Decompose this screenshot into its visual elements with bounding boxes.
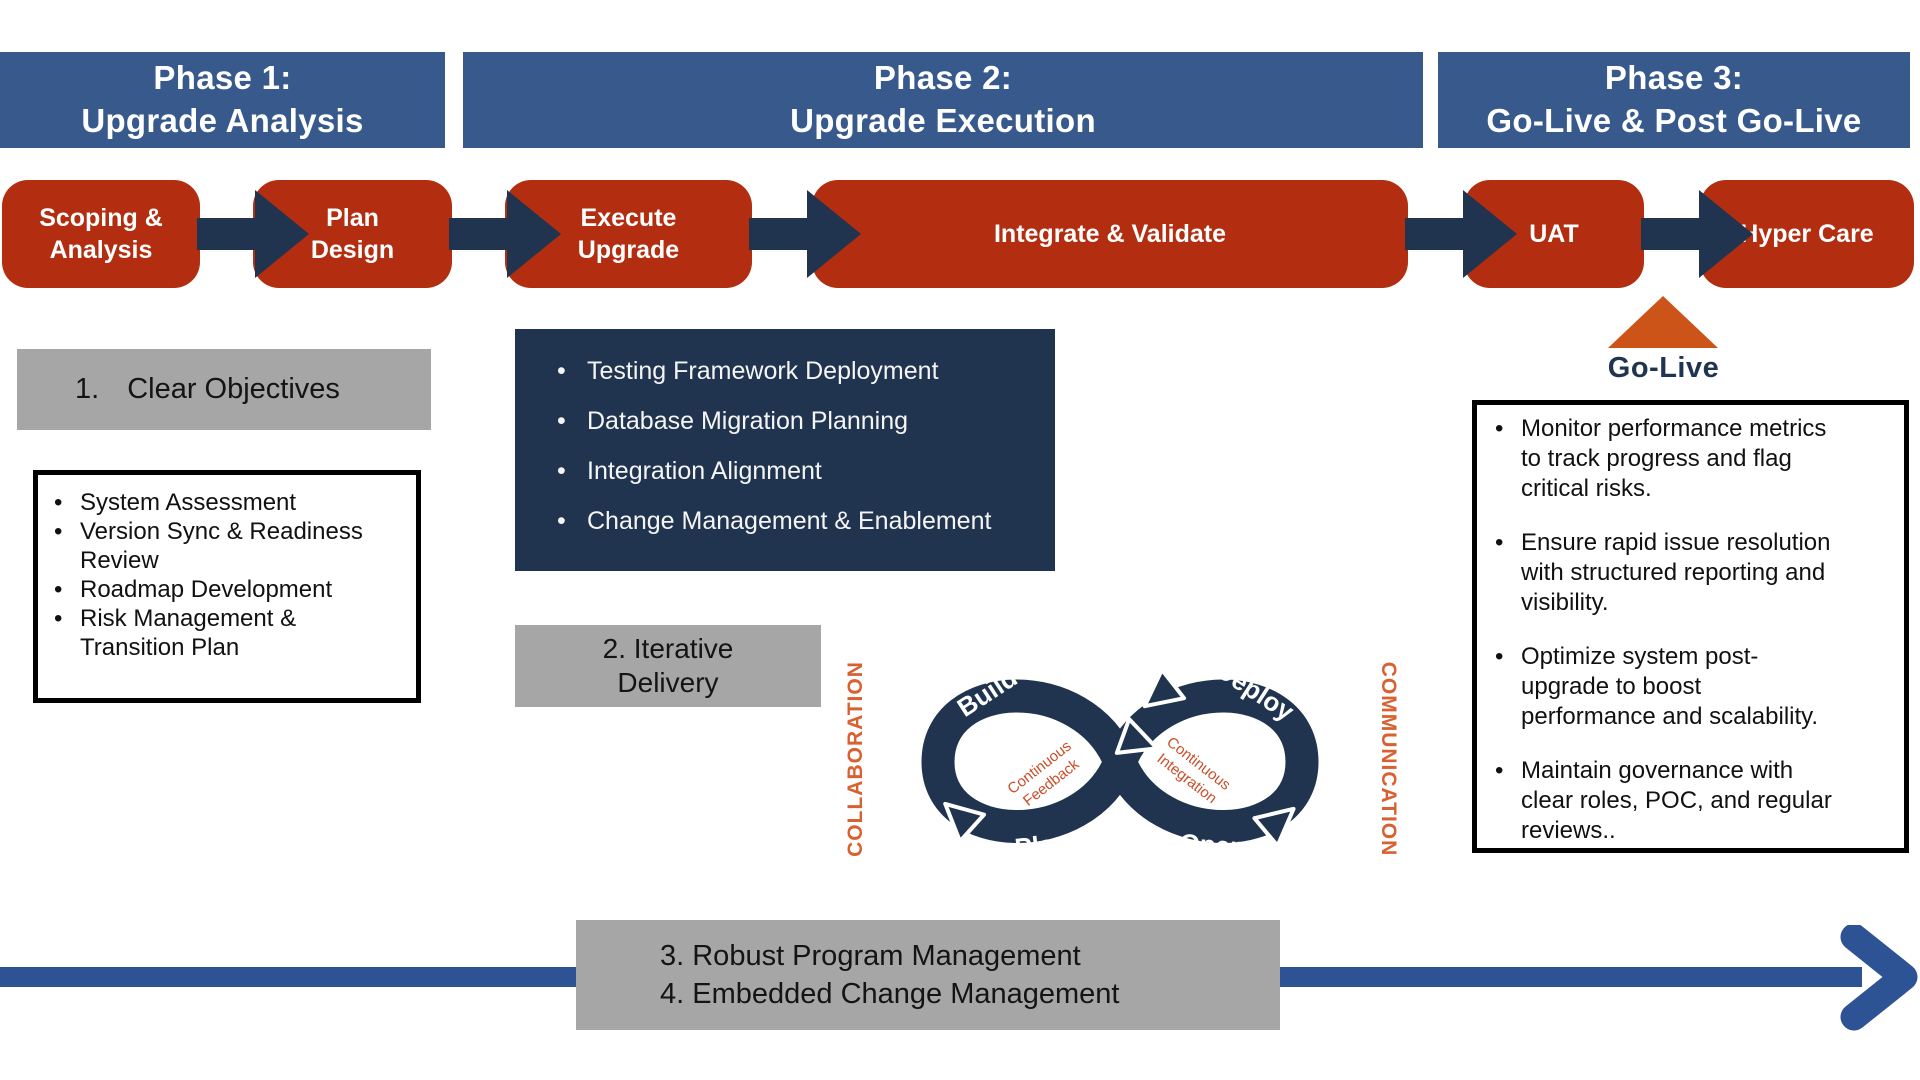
phase1-detail-box: System AssessmentVersion Sync & Readines… <box>33 470 421 703</box>
callout-line2: Delivery <box>617 667 719 698</box>
step-label: Analysis <box>49 236 153 264</box>
loop-arrowhead-icon <box>1252 806 1296 848</box>
callout-iterative-delivery: 2. Iterative Delivery <box>515 625 821 707</box>
phase1-bullet: Risk Management & Transition Plan <box>44 604 410 662</box>
phase2-bullet: Integration Alignment <box>553 456 1035 486</box>
loop-arrowhead-icon <box>1114 717 1159 755</box>
phase3-bullet: Optimize system post- upgrade to boost p… <box>1485 642 1898 732</box>
callout-clear-objectives: 1. Clear Objectives <box>17 349 431 430</box>
phase3-title-line1: Phase 3: <box>1604 59 1744 97</box>
callout-line2: 4. Embedded Change Management <box>660 978 1120 1010</box>
step-label: Hyper Care <box>1740 219 1874 248</box>
arrow-right-icon <box>749 190 861 278</box>
loop-label-plan: Plan <box>1013 827 1071 863</box>
phase3-bullet: Monitor performance metrics to track pro… <box>1485 414 1898 504</box>
step-label: Integrate & Validate <box>993 219 1227 248</box>
loop-collaboration-label: COLLABORATION <box>844 661 867 857</box>
step-label: Execute <box>580 203 677 232</box>
step-uat: UAT <box>1464 180 1644 288</box>
phase2-title-line2: Upgrade Execution <box>790 102 1096 139</box>
arrow-right-icon <box>449 190 561 278</box>
phase2-detail-box: Testing Framework DeploymentDatabase Mig… <box>515 329 1055 571</box>
phase3-bullet: Maintain governance with clear roles, PO… <box>1485 756 1898 846</box>
phase2-title-line1: Phase 2: <box>873 59 1013 97</box>
phase1-title-line1: Phase 1: <box>153 59 292 97</box>
callout-label: Clear Objectives <box>127 373 340 405</box>
callout-line1: 2. Iterative <box>602 632 734 664</box>
phase1-bullet: Version Sync & Readiness Review <box>44 517 410 575</box>
callout-number: 1. <box>75 373 100 405</box>
step-label: UAT <box>1529 219 1579 248</box>
step-label: Scoping & <box>39 203 163 232</box>
arrow-right-icon <box>1405 190 1517 278</box>
loop-label-operate: Operate <box>1179 828 1279 865</box>
infinity-path <box>921 679 1319 843</box>
phase3-bullet: Ensure rapid issue resolution with struc… <box>1485 528 1898 618</box>
go-live-marker-icon <box>1608 296 1718 348</box>
step-label: Design <box>310 236 395 264</box>
step-label: Upgrade <box>577 236 680 264</box>
callout-program-change-management: 3. Robust Program Management 4. Embedded… <box>576 920 1280 1030</box>
step-scoping-analysis: Scoping & Analysis <box>2 180 200 288</box>
phase2-bullet: Testing Framework Deployment <box>553 356 1035 386</box>
loop-arrowhead-icon <box>1142 667 1187 709</box>
phase1-bullet: System Assessment <box>44 488 410 517</box>
arrow-right-icon <box>1641 190 1753 278</box>
callout-line1: 3. Robust Program Management <box>660 939 1081 972</box>
loop-communication-label: COMMUNICATION <box>1377 662 1400 857</box>
arrow-right-icon <box>197 190 309 278</box>
phase3-header: Phase 3: Go-Live & Post Go-Live <box>1438 52 1910 148</box>
devops-infinity-loop: Build Deploy Plan Operate Continuous Fee… <box>844 654 1400 865</box>
phase2-bullet: Change Management & Enablement <box>553 506 1035 536</box>
loop-arrowhead-icon <box>943 801 987 844</box>
phase2-header: Phase 2: Upgrade Execution <box>463 52 1423 148</box>
phase3-detail-box: Monitor performance metrics to track pro… <box>1472 400 1909 853</box>
step-execute-upgrade: Execute Upgrade <box>505 180 752 288</box>
phase1-title-line2: Upgrade Analysis <box>81 102 364 139</box>
go-live-label: Go-Live <box>1607 352 1720 384</box>
phase3-bullet-list: Monitor performance metrics to track pro… <box>1485 414 1898 846</box>
phase1-header: Phase 1: Upgrade Analysis <box>0 52 445 148</box>
phase1-bullet: Roadmap Development <box>44 575 410 604</box>
phase2-bullet-list: Testing Framework DeploymentDatabase Mig… <box>553 356 1035 536</box>
phase1-bullet-list: System AssessmentVersion Sync & Readines… <box>44 488 410 662</box>
step-label: Plan <box>326 203 379 232</box>
phase3-title-line2: Go-Live & Post Go-Live <box>1486 102 1862 139</box>
step-integrate-validate: Integrate & Validate <box>812 180 1408 288</box>
phase2-bullet: Database Migration Planning <box>553 406 1035 436</box>
